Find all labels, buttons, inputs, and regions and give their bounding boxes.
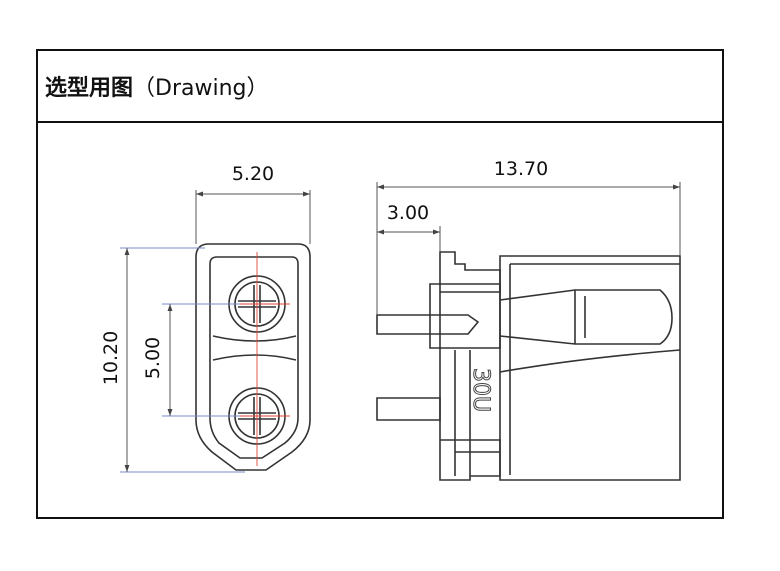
side-mark-30u: 30U	[468, 368, 493, 412]
side-body-seam	[499, 349, 681, 373]
side-rib-lines	[454, 350, 500, 476]
side-upper-pin	[376, 314, 480, 335]
side-contact-inner	[574, 290, 586, 344]
dim-front-width: 5.20	[232, 163, 274, 185]
front-web	[212, 335, 297, 361]
title-english: （Drawing）	[133, 76, 269, 101]
side-view	[376, 251, 681, 481]
side-dimension-lines	[376, 182, 681, 315]
front-inner-outline	[209, 256, 299, 459]
dim-pin-length: 3.00	[387, 202, 429, 224]
page-title: 选型用图（Drawing）	[45, 70, 269, 102]
dim-pin-pitch: 5.00	[142, 337, 164, 379]
side-contact	[499, 289, 673, 345]
front-view	[195, 243, 311, 471]
front-dimension-lines	[120, 190, 311, 473]
dim-side-length: 13.70	[494, 158, 548, 180]
drawing-frame: 选型用图（Drawing）	[36, 49, 724, 519]
title-chinese: 选型用图	[45, 76, 134, 101]
dim-front-height: 10.20	[100, 331, 122, 385]
front-outer-outline	[195, 243, 311, 471]
side-lower-pin	[376, 397, 441, 421]
header-bar: 选型用图（Drawing）	[38, 51, 722, 123]
